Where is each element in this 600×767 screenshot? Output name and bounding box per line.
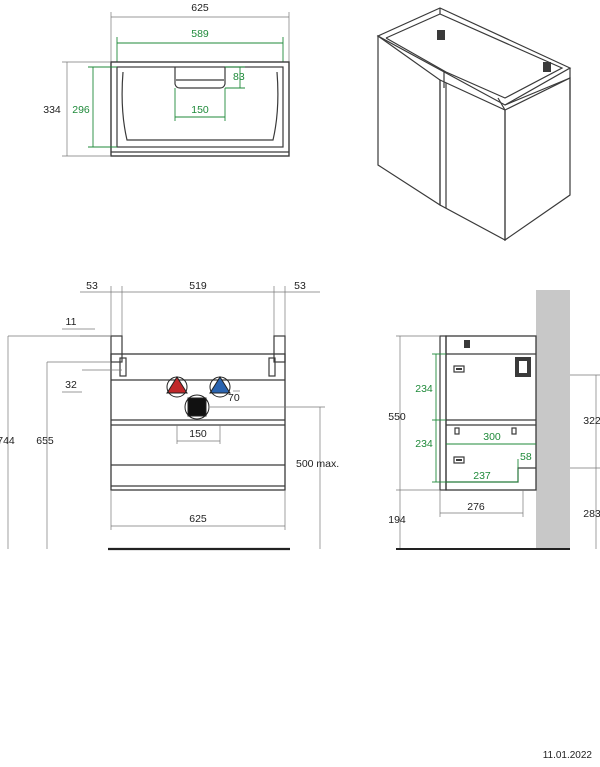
front-total-height-label: 744 xyxy=(0,435,15,447)
front-overall-width-label: 625 xyxy=(189,513,207,525)
wall xyxy=(536,290,570,549)
hot-water-icon xyxy=(166,376,188,394)
side-shelf-depth-label: 300 xyxy=(483,431,501,443)
top-cutout-depth-label: 83 xyxy=(233,71,245,83)
side-drain-height-label: 58 xyxy=(520,451,532,463)
front-view-outline xyxy=(110,353,286,491)
side-upper-compartment-label: 234 xyxy=(415,383,433,395)
drawing-date: 11.01.2022 xyxy=(542,750,592,761)
top-cutout xyxy=(174,67,226,89)
side-lower-wall-offset-label: 283 xyxy=(583,508,600,520)
cold-water-icon xyxy=(209,376,231,394)
side-lower-compartment-label: 234 xyxy=(415,438,433,450)
side-siphon-depth-label: 237 xyxy=(473,470,491,482)
side-cabinet-height-label: 550 xyxy=(388,411,406,423)
side-bottom-gap-label: 194 xyxy=(388,514,406,526)
top-view-outline xyxy=(110,61,290,157)
drain-icon xyxy=(187,397,207,417)
top-inner-width-label: 589 xyxy=(191,28,209,40)
side-cabinet-depth-label: 276 xyxy=(467,501,485,513)
front-top-offset-label: 11 xyxy=(66,316,77,328)
top-view: 625 589 83 150 334 296 xyxy=(43,2,290,157)
front-right-side-label: 53 xyxy=(294,280,306,292)
front-max-height-label: 500 max. xyxy=(296,458,339,470)
isometric-view xyxy=(376,7,572,242)
top-inner-depth-label: 296 xyxy=(72,104,90,116)
side-view: 550 194 234 234 300 58 237 276 322 283 xyxy=(388,290,600,550)
front-hook-height-label: 655 xyxy=(36,435,54,447)
top-overall-depth-label: 334 xyxy=(43,104,61,116)
top-cutout-width-label: 150 xyxy=(191,104,209,116)
front-hanger-offset-label: 32 xyxy=(65,379,77,391)
side-upper-wall-offset-label: 322 xyxy=(583,415,600,427)
front-view: 53 519 53 11 32 744 655 xyxy=(0,280,339,551)
top-overall-width-label: 625 xyxy=(191,2,209,14)
front-left-side-label: 53 xyxy=(86,280,98,292)
front-drain-width-label: 150 xyxy=(189,428,207,440)
front-drain-offset-label: 70 xyxy=(228,392,240,404)
front-inner-width-label: 519 xyxy=(189,280,207,292)
